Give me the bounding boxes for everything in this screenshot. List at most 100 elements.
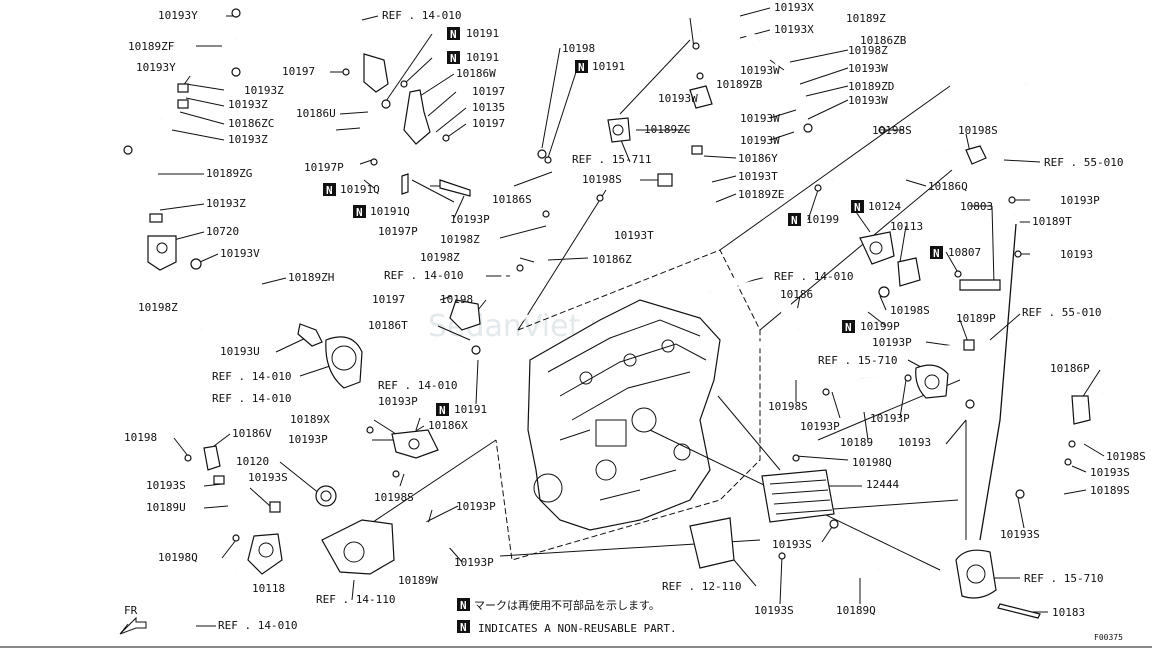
- label-10199P: 10199P: [860, 320, 900, 333]
- label-10197: 10197: [372, 293, 405, 306]
- n-marker: [323, 183, 336, 196]
- n-marker: [447, 51, 460, 64]
- label-10193P: 10193P: [454, 556, 494, 569]
- label-10193S: 10193S: [754, 604, 794, 617]
- label-10198S: 10198S: [872, 124, 912, 137]
- label-10193S: 10193S: [248, 471, 288, 484]
- label-10198Q: 10198Q: [158, 551, 198, 564]
- legend-n-letter: N: [460, 621, 467, 634]
- label-10189U: 10189U: [146, 501, 186, 514]
- label-10197P: 10197P: [378, 225, 418, 238]
- n-marker-letter: N: [356, 206, 363, 219]
- label-10193W: 10193W: [658, 92, 698, 105]
- label-10193S: 10193S: [146, 479, 186, 492]
- label-10189S: 10189S: [1090, 484, 1130, 497]
- n-marker-letter: N: [933, 247, 940, 260]
- label-10193Y: 10193Y: [158, 9, 198, 22]
- n-marker: [436, 403, 449, 416]
- label-10189ZD: 10189ZD: [848, 80, 894, 93]
- n-marker: [447, 27, 460, 40]
- label-10193T: 10193T: [738, 170, 778, 183]
- label-10197: 10197: [282, 65, 315, 78]
- label-12444: 12444: [866, 478, 899, 491]
- label-10193P: 10193P: [1060, 194, 1100, 207]
- label-10193W: 10193W: [740, 64, 780, 77]
- label-10186Y: 10186Y: [738, 152, 778, 165]
- label-10193: 10193: [1060, 248, 1093, 261]
- label-10120: 10120: [236, 455, 269, 468]
- label-10189ZG: 10189ZG: [206, 167, 252, 180]
- label-10193Y: 10193Y: [136, 61, 176, 74]
- label-10193U: 10193U: [220, 345, 260, 358]
- n-marker-letter: N: [439, 404, 446, 417]
- label-10193Z: 10193Z: [244, 84, 284, 97]
- label-10124: 10124: [868, 200, 901, 213]
- label-10135: 10135: [472, 101, 505, 114]
- n-marker: [851, 200, 864, 213]
- label-10193P: 10193P: [456, 500, 496, 513]
- n-marker-letter: N: [450, 52, 457, 65]
- legend-n-letter: N: [460, 599, 467, 612]
- label-10186W: 10186W: [456, 67, 496, 80]
- label-10189Q: 10189Q: [836, 604, 876, 617]
- label-10198Z: 10198Z: [440, 233, 480, 246]
- label-10198: 10198: [124, 431, 157, 444]
- label-10191: 10191: [466, 27, 499, 40]
- n-marker-letter: N: [326, 184, 333, 197]
- label-10803: 10803: [960, 200, 993, 213]
- label-10198Z: 10198Z: [848, 44, 888, 57]
- label-10807: 10807: [948, 246, 981, 259]
- label-10193S: 10193S: [1090, 466, 1130, 479]
- label-ref-15-710: REF . 15-710: [1024, 572, 1103, 585]
- label-10191: 10191: [466, 51, 499, 64]
- front-arrow-icon: [119, 616, 147, 635]
- front-direction-marker: FR: [119, 604, 147, 635]
- label-10193V: 10193V: [220, 247, 260, 260]
- n-marker-letter: N: [845, 321, 852, 334]
- label-10198Z: 10198Z: [420, 251, 460, 264]
- label-10186S: 10186S: [492, 193, 532, 206]
- label-10189Z: 10189Z: [846, 12, 886, 25]
- label-10198Z: 10198Z: [138, 301, 178, 314]
- label-10186: 10186: [780, 288, 813, 301]
- label-10189ZC: 10189ZC: [644, 123, 690, 136]
- label-10193W: 10193W: [740, 112, 780, 125]
- label-ref-14-010: REF . 14-010: [212, 392, 291, 405]
- leader-lines: [158, 7, 1105, 627]
- label-10186Q: 10186Q: [928, 180, 968, 193]
- label-10198S: 10198S: [582, 173, 622, 186]
- label-10198S: 10198S: [768, 400, 808, 413]
- label-10198: 10198: [562, 42, 595, 55]
- label-10198S: 10198S: [958, 124, 998, 137]
- label-10183: 10183: [1052, 606, 1085, 619]
- label-10193X: 10193X: [774, 23, 814, 36]
- label-ref-14-010: REF . 14-010: [212, 370, 291, 383]
- non-reusable-markers: N N N N N N N N N N: [323, 27, 943, 417]
- label-10198Q: 10198Q: [852, 456, 892, 469]
- label-10186P: 10186P: [1050, 362, 1090, 375]
- label-10189X: 10189X: [290, 413, 330, 426]
- label-10198: 10198: [440, 293, 473, 306]
- diagram-code: F00375: [1094, 633, 1123, 642]
- label-10186T: 10186T: [368, 319, 408, 332]
- label-10193Z: 10193Z: [228, 133, 268, 146]
- label-10198S: 10198S: [890, 304, 930, 317]
- label-ref-14-110: REF . 14-110: [316, 593, 395, 606]
- label-10193T: 10193T: [614, 229, 654, 242]
- label-10197: 10197: [472, 117, 505, 130]
- label-10191: 10191: [454, 403, 487, 416]
- label-10197: 10197: [472, 85, 505, 98]
- label-10189P: 10189P: [956, 312, 996, 325]
- label-10186ZB: 10186ZB: [860, 34, 907, 47]
- n-marker: [353, 205, 366, 218]
- label-10191Q: 10191Q: [340, 183, 380, 196]
- label-10720: 10720: [206, 225, 239, 238]
- label-10193X: 10193X: [774, 1, 814, 14]
- label-10193S: 10193S: [772, 538, 812, 551]
- components: [123, 8, 1091, 619]
- legend-english-note: INDICATES A NON-REUSABLE PART.: [478, 622, 677, 635]
- label-10186V: 10186V: [232, 427, 272, 440]
- label-10193W: 10193W: [848, 62, 888, 75]
- n-marker-letter: N: [578, 61, 585, 74]
